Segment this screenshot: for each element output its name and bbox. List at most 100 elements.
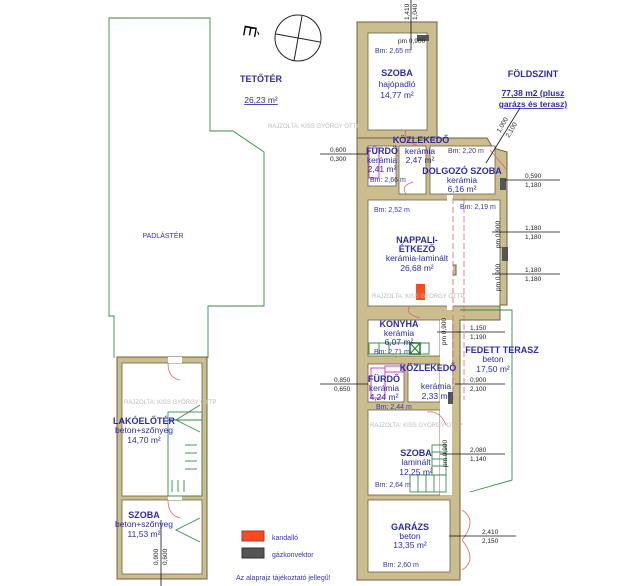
svg-text:1,040: 1,040	[412, 3, 419, 20]
furdo1-height: Bm: 2,66 m	[370, 177, 406, 184]
kozl1-floor: kerámia	[405, 146, 436, 156]
main-house	[356, 21, 508, 581]
attic-title: TETŐTÉR	[240, 73, 282, 84]
room-kozlekedo-2	[407, 363, 441, 403]
attic-space-label: PADLÁSTÉR	[142, 231, 183, 240]
furdo2-floor: kerámia	[369, 383, 400, 393]
room-garazs	[367, 499, 451, 573]
svg-text:0,650: 0,650	[334, 386, 351, 393]
room-szoba-1	[367, 32, 428, 131]
terasz-area: 17,50 m²	[476, 364, 510, 374]
sink-icon	[384, 365, 404, 373]
konyha-floor: kerámia	[384, 328, 415, 338]
svg-text:0,900: 0,900	[153, 548, 160, 565]
konyha-area: 6,07 m²	[385, 337, 414, 347]
bathtub-icon	[370, 367, 386, 399]
szoba1-floor: hajópadló	[379, 79, 416, 89]
svg-text:1,180: 1,180	[525, 182, 542, 189]
disclaimer-note: Az alaprajz tájékoztató jellegű!	[236, 575, 331, 582]
furdo2-area: 4,24 m²	[370, 392, 399, 402]
svg-text:2,410: 2,410	[482, 529, 499, 536]
szoba2-floor: laminált	[401, 457, 431, 467]
nappali-floor: kerámia-laminált	[386, 253, 449, 263]
room-lakoeloter	[121, 362, 203, 497]
szoba3-area: 11,53 m²	[128, 529, 161, 539]
fireplace-icon	[416, 284, 425, 300]
furdo1-floor: kerámia	[367, 155, 398, 165]
svg-text:2,080: 2,080	[470, 447, 487, 454]
svg-text:0,850: 0,850	[334, 377, 351, 384]
kozl1-name: KÖZLEKEDŐ	[393, 134, 450, 145]
room-szoba-2	[367, 409, 441, 496]
room-konyha	[367, 319, 441, 357]
staircase	[409, 444, 447, 493]
szoba3-name: SZOBA	[128, 510, 160, 520]
dolgozo-height: Bm: 2,20 m	[448, 148, 484, 155]
garazs-floor: beton	[399, 531, 421, 541]
szoba1-name: SZOBA	[381, 68, 413, 78]
terasz-floor: beton	[482, 354, 504, 364]
garazs-area: 13,35 m²	[393, 540, 427, 550]
svg-text:1,180: 1,180	[525, 267, 542, 274]
lakoeloter-area: 14,70 m²	[127, 435, 161, 445]
room-dolgozo	[429, 145, 496, 195]
svg-text:0,900: 0,900	[470, 377, 487, 384]
szoba2-area: 12,25 m²	[399, 467, 433, 477]
svg-text:1,180: 1,180	[525, 276, 542, 283]
gas-convector-icon	[417, 35, 429, 41]
watermark: RAJZOLTA: KISS GYÖRGY OTTP	[268, 123, 360, 130]
svg-text:0,600: 0,600	[162, 548, 169, 565]
gas-convector-icon	[500, 178, 506, 190]
legend: kandalló gázkonvektor Az alaprajz tájéko…	[236, 530, 331, 582]
room-kozlekedo-1	[398, 145, 427, 195]
szoba3-floor: beton+szőnyeg	[115, 519, 173, 529]
svg-text:1,180: 1,180	[525, 234, 542, 241]
nappali-area: 26,68 m²	[400, 263, 434, 273]
nappali-height-2: Bm: 2,19 m	[460, 204, 496, 211]
room-nappali	[367, 199, 501, 307]
dolgozo-floor: kerámia	[447, 175, 478, 185]
attic-area: 26,23 m²	[244, 95, 278, 105]
svg-text:pm 0,900: pm 0,900	[495, 264, 502, 291]
svg-text:0,600: 0,600	[330, 147, 347, 154]
svg-text:1,190: 1,190	[470, 334, 487, 341]
lakoeloter-name: LAKÓELŐTÉR	[113, 415, 175, 426]
compass-icon	[274, 14, 322, 62]
gas-convector-swatch	[241, 547, 265, 559]
nappali-name-1: NAPPALI-	[396, 235, 438, 245]
szoba2-name: SZOBA	[400, 448, 432, 458]
watermark: RAJZOLTA: KISS GYÖRGY OTTP	[372, 293, 464, 300]
kozl2-area: 2,33 m²	[422, 391, 451, 401]
legend-label-convector: gázkonvektor	[272, 552, 314, 559]
svg-text:pm 0,900: pm 0,900	[441, 318, 448, 345]
kozl1-area: 2,47 m²	[406, 155, 435, 165]
north-label: É	[239, 23, 261, 38]
dimensions: 1,410 1,040 pm 0,900 0,600 0,300 1,000 2…	[153, 0, 560, 565]
nappali-name-2: ÉTKEZŐ	[399, 243, 436, 254]
fireplace-swatch	[241, 530, 265, 542]
svg-text:2,150: 2,150	[482, 538, 499, 545]
furdo1-name: FÜRDŐ	[366, 145, 398, 156]
furdo2-height: Bm: 2,44 m	[376, 404, 412, 411]
outbuilding	[116, 356, 208, 586]
gas-convector-icon	[502, 247, 508, 261]
garazs-height: Bm: 2,60 m	[383, 562, 419, 569]
terrace-outline	[460, 309, 513, 493]
kozl2-name: KÖZLEKEDŐ	[400, 362, 457, 373]
lakoeloter-floor: beton+szőnyeg	[115, 425, 173, 435]
dolgozo-area: 6,16 m²	[448, 184, 477, 194]
ground-title: FÖLDSZINT	[508, 69, 559, 79]
svg-text:pm 0,900: pm 0,900	[495, 221, 502, 248]
svg-text:1,140: 1,140	[470, 456, 487, 463]
szoba2-height: Bm: 2,64 m	[375, 482, 411, 489]
kozl2-floor: kerámia	[421, 381, 452, 391]
nappali-height: Bm: 2,52 m	[374, 207, 410, 214]
svg-text:0,590: 0,590	[525, 173, 542, 180]
svg-text:pm 0,900: pm 0,900	[398, 38, 425, 45]
szoba1-area: 14,77 m²	[380, 90, 414, 100]
room-furdo-1	[367, 145, 397, 187]
legend-label-fireplace: kandalló	[272, 535, 298, 542]
svg-text:1,410: 1,410	[404, 3, 411, 20]
terasz-name: FEDETT TERASZ	[465, 345, 539, 355]
ground-area-1: 77,38 m2 (plusz	[502, 88, 565, 98]
